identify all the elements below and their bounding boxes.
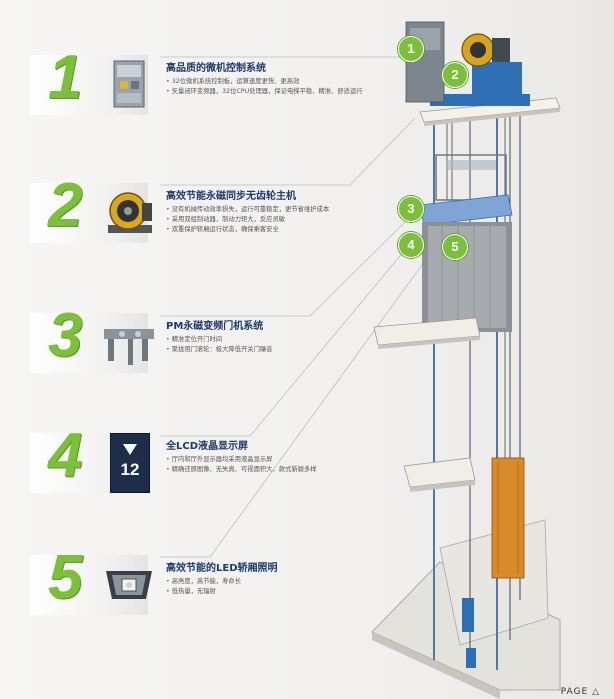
feature-title-5: 高效节能的LED轿厢照明: [166, 563, 278, 574]
feature-bullet: 双重保护轿厢运行状态，确保乘客安全: [166, 225, 396, 235]
feature-section-5: 5 高效节能的LED轿厢照明 高亮度，高节能，寿命长 低热量，无辐射: [30, 547, 360, 675]
page-footer-label: PAGE △: [561, 687, 600, 697]
feature-bullets-2: 没有机械传动效率损失，运行可靠稳定，更节省维护成本 采用双组制动器，制动力矩大，…: [166, 205, 396, 235]
feature-bullet: 32位微机系统控制板，运算速度更快、更高效: [166, 77, 396, 87]
lcd-floor-number: 12: [120, 460, 140, 479]
callout-badge-2: 2: [442, 62, 468, 88]
lcd-display-thumbnail: 12: [110, 433, 150, 493]
feature-title-1: 高品质的微机控制系统: [166, 63, 266, 74]
feature-number-3: 3: [48, 301, 83, 370]
feature-bullets-1: 32位微机系统控制板，运算速度更快、更高效 矢量闭环变频器，32位CPU处理器，…: [166, 77, 396, 97]
feature-bullets-5: 高亮度，高节能，寿命长 低热量，无辐射: [166, 577, 396, 597]
down-arrow-icon: [123, 444, 137, 455]
feature-bullet: 采用双组制动器，制动力矩大，反应灵敏: [166, 215, 396, 225]
triangle-up-icon: △: [592, 687, 600, 697]
feature-bullet: 没有机械传动效率损失，运行可靠稳定，更节省维护成本: [166, 205, 396, 215]
feature-number-4: 4: [48, 421, 83, 490]
feature-number-5: 5: [48, 543, 83, 612]
feature-title-4: 全LCD液晶显示屏: [166, 441, 249, 452]
feature-number-1: 1: [48, 43, 83, 112]
feature-bullet: 低热量，无辐射: [166, 587, 396, 597]
feature-bullet: 高亮度，高节能，寿命长: [166, 577, 396, 587]
door-operator-thumbnail: [104, 329, 154, 365]
led-ceiling-thumbnail: [106, 571, 152, 599]
feature-bullet: 矢量闭环变频器，32位CPU处理器，保证电梯平稳、精准、舒适运行: [166, 87, 396, 97]
traction-machine-thumbnail: [108, 192, 152, 233]
feature-title-2: 高效节能永磁同步无齿轮主机: [166, 191, 296, 202]
feature-section-1: 1 高品质的微机控制系统 32位微机系统控制板，运算速度更快、更高效 矢量闭环变…: [30, 47, 363, 175]
feature-section-2: 2 高效节能永磁同步无齿轮主机 没有机械传动效率损失，运行可靠稳定，更节省维护成…: [30, 175, 360, 303]
feature-number-2: 2: [48, 171, 83, 240]
callout-badge-4: 4: [398, 232, 424, 258]
feature-bullet: 精准定位开门时间: [166, 335, 396, 345]
page-label-text: PAGE: [560, 687, 589, 697]
callout-badge-3: 3: [398, 196, 424, 222]
control-cabinet-thumbnail: [113, 60, 145, 108]
callout-badge-1: 1: [398, 36, 424, 62]
callout-badge-5: 5: [442, 234, 468, 260]
